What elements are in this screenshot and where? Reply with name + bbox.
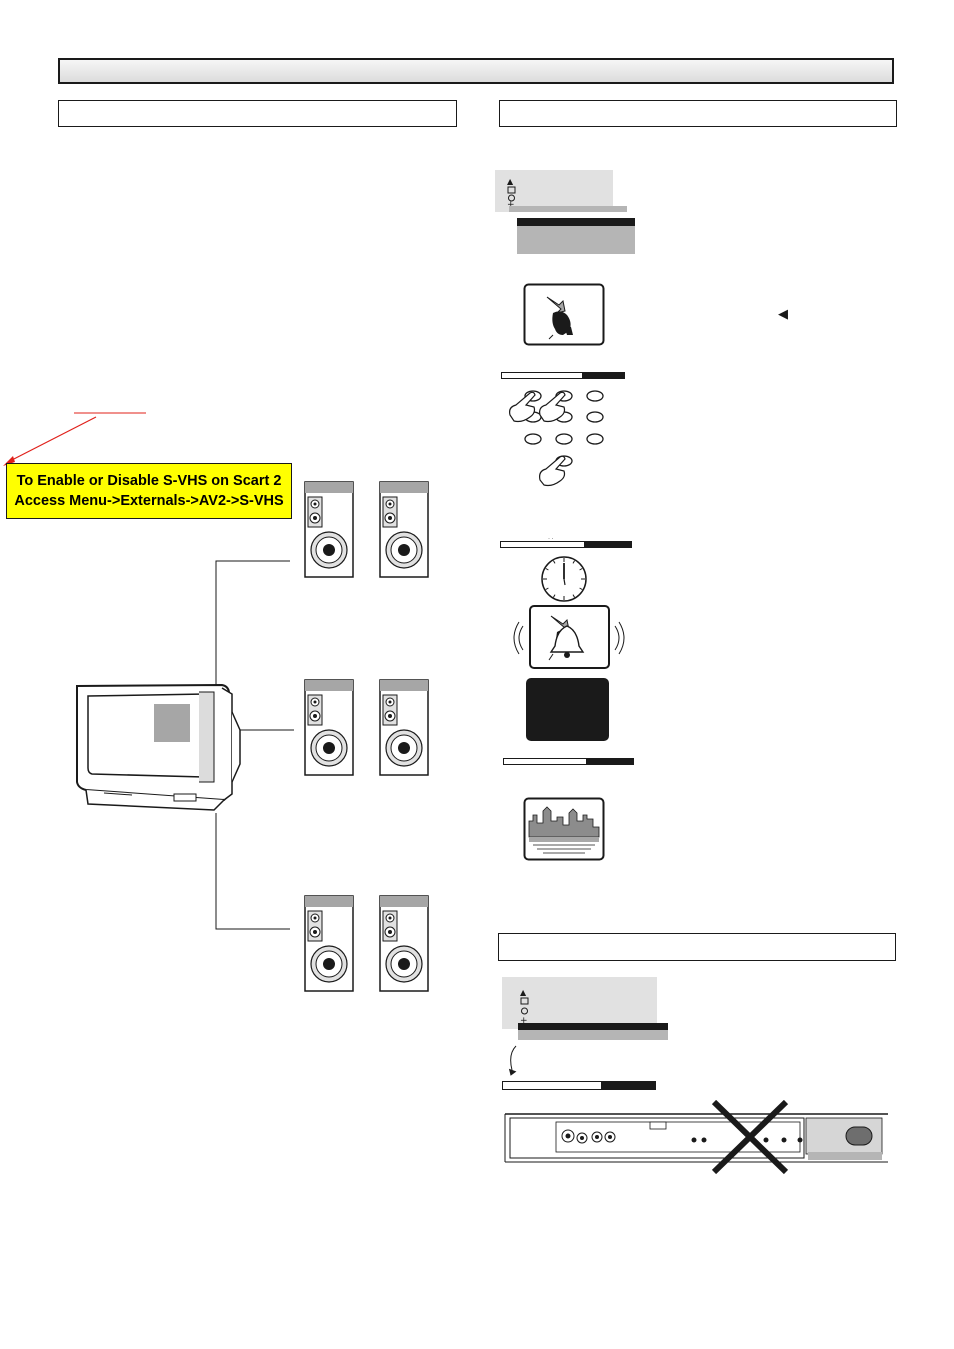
- trumpet-picture-icon: [523, 283, 605, 346]
- speaker-icon: [379, 481, 429, 578]
- svg-text:+: +: [507, 200, 515, 208]
- speaker-connection-lines: [215, 560, 294, 930]
- speaker-icon: [379, 679, 429, 776]
- connector-panel-icon: [504, 1100, 888, 1175]
- speaker-icon: [379, 895, 429, 992]
- svhs-note-line1: To Enable or Disable S-VHS on Scart 2: [16, 473, 282, 489]
- menu-row-selected: [517, 218, 635, 226]
- level-bar-2: [500, 541, 632, 548]
- speaker-icon: [304, 679, 354, 776]
- speaker-rear-right: [379, 895, 429, 992]
- svg-text:+: +: [520, 1016, 528, 1025]
- level-bar-4: [502, 1081, 656, 1090]
- svg-text:▲: ▲: [507, 177, 514, 186]
- city-picture-icon: [523, 797, 605, 861]
- speaker-icon: [304, 481, 354, 578]
- lower-section-header: [498, 933, 896, 961]
- clock-icon: [541, 556, 587, 602]
- level-bar-3: [503, 758, 634, 765]
- svhs-note-box: To Enable or Disable S-VHS on Scart 2 Ac…: [6, 463, 292, 519]
- bar-tick-marks: · ·: [548, 536, 554, 542]
- menu-row-shadow: [509, 206, 627, 212]
- menu-row-selected-lower: [518, 1023, 668, 1030]
- alarm-picture-icon: [513, 605, 625, 669]
- arrow-left-icon: ◀: [778, 307, 788, 322]
- page-title-bar: [58, 58, 894, 84]
- speaker-middle-right: [379, 679, 429, 776]
- speaker-middle-left: [304, 679, 354, 776]
- speaker-front-left: [304, 481, 354, 578]
- speaker-front-right: [379, 481, 429, 578]
- blank-screen: [526, 678, 609, 741]
- speaker-icon: [304, 895, 354, 992]
- menu-side-icons-lower: ▲ +: [520, 988, 529, 1025]
- remote-keypad-icon: [509, 390, 604, 487]
- svhs-note-line2: Access Menu->Externals->AV2->S-VHS: [14, 493, 284, 509]
- annotation-arrow-icon: [3, 412, 146, 466]
- svg-text:▲: ▲: [520, 988, 527, 997]
- speaker-rear-left: [304, 895, 354, 992]
- right-section-header: [499, 100, 897, 127]
- menu-side-icons: ▲ +: [507, 177, 516, 208]
- menu-row-grey: [517, 226, 635, 254]
- return-arrow-icon: [508, 1045, 517, 1076]
- television-icon: [76, 683, 241, 811]
- menu-row-grey-lower: [518, 1030, 668, 1040]
- left-section-header: [58, 100, 457, 127]
- level-bar-1: [501, 372, 625, 379]
